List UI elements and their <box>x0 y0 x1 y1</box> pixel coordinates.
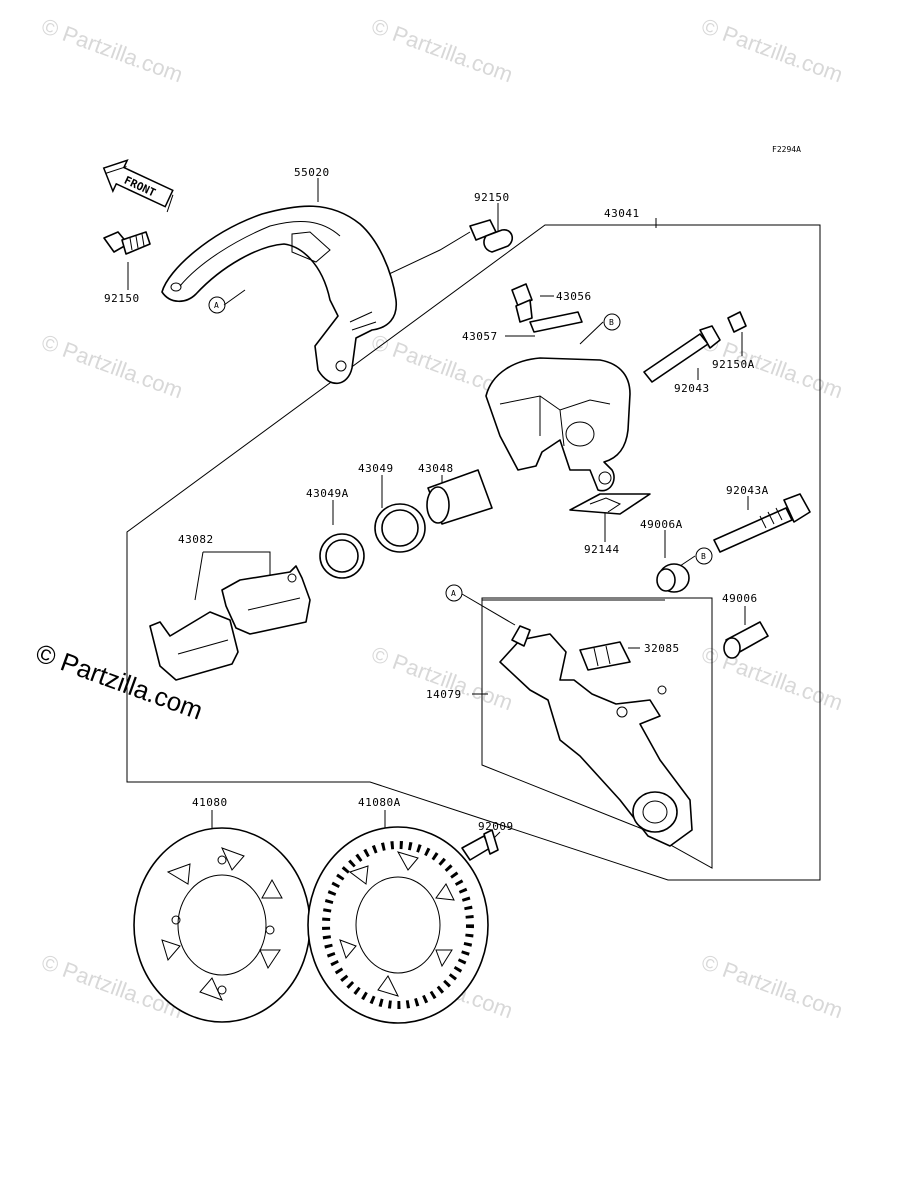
svg-text:B: B <box>701 552 706 561</box>
watermark: © Partzilla.com <box>38 329 186 403</box>
plug-92150A <box>727 311 747 333</box>
label-43041: 43041 <box>604 207 640 220</box>
callout-b-top: B <box>603 313 621 331</box>
part-labels: 55020 92150 43041 92150 43056 43057 9215… <box>104 166 769 833</box>
pin-92043A <box>713 493 811 553</box>
label-41080A: 41080A <box>358 796 401 809</box>
caliper-bracket-14079 <box>499 625 693 847</box>
plate-43057 <box>529 311 583 333</box>
label-92043A: 92043A <box>726 484 769 497</box>
watermark: © Partzilla.com <box>698 641 846 715</box>
svg-text:A: A <box>451 589 456 598</box>
spring-92144 <box>569 493 651 515</box>
caliper-guard-55020 <box>161 205 397 385</box>
label-55020: 55020 <box>294 166 330 179</box>
brake-disc-41080A <box>307 826 489 1024</box>
label-92144: 92144 <box>584 543 620 556</box>
brake-pads-43082 <box>149 565 311 681</box>
label-49006: 49006 <box>722 592 758 605</box>
drawing-code: F2294A <box>772 145 801 154</box>
front-arrow-icon: FRONT <box>102 159 174 213</box>
boot-49006A <box>656 563 690 593</box>
leader-lines <box>127 178 749 841</box>
caliper-body <box>485 357 631 492</box>
watermark: © Partzilla.com <box>698 13 846 87</box>
bolt-92150-left <box>103 231 151 255</box>
label-92150-top: 92150 <box>474 191 510 204</box>
label-92150A: 92150A <box>712 358 755 371</box>
bolt-92150-top <box>469 219 514 253</box>
callout-a-bottom: A <box>445 584 463 602</box>
pin-92043 <box>643 325 721 383</box>
label-92043: 92043 <box>674 382 710 395</box>
label-14079: 14079 <box>426 688 462 701</box>
seal-43049 <box>374 503 426 553</box>
boot-49006 <box>723 621 769 659</box>
label-43057: 43057 <box>462 330 498 343</box>
label-43048: 43048 <box>418 462 454 475</box>
brake-disc-41080 <box>133 827 311 1023</box>
watermark: © Partzilla.com <box>368 13 516 87</box>
label-49006A: 49006A <box>640 518 683 531</box>
callout-a-top: A <box>208 296 226 314</box>
assembly-outline <box>126 224 821 881</box>
label-43056: 43056 <box>556 290 592 303</box>
label-32085: 32085 <box>644 642 680 655</box>
watermark: © Partzilla.com <box>38 13 186 87</box>
svg-text:A: A <box>214 301 219 310</box>
svg-text:B: B <box>609 318 614 327</box>
bracket-outline <box>481 597 713 869</box>
label-43082: 43082 <box>178 533 214 546</box>
label-43049A: 43049A <box>306 487 349 500</box>
bleeder-valve-43056 <box>511 283 533 323</box>
pad-spring-32085 <box>579 641 631 671</box>
label-92150-left: 92150 <box>104 292 140 305</box>
label-92009: 92009 <box>478 820 514 833</box>
watermark: © Partzilla.com <box>368 641 516 715</box>
piston-43048 <box>426 469 493 525</box>
watermark: © Partzilla.com <box>698 949 846 1023</box>
label-43049: 43049 <box>358 462 394 475</box>
label-41080: 41080 <box>192 796 228 809</box>
seal-43049A <box>319 533 365 579</box>
callout-b-bottom: B <box>695 547 713 565</box>
screw-92009 <box>461 829 499 861</box>
